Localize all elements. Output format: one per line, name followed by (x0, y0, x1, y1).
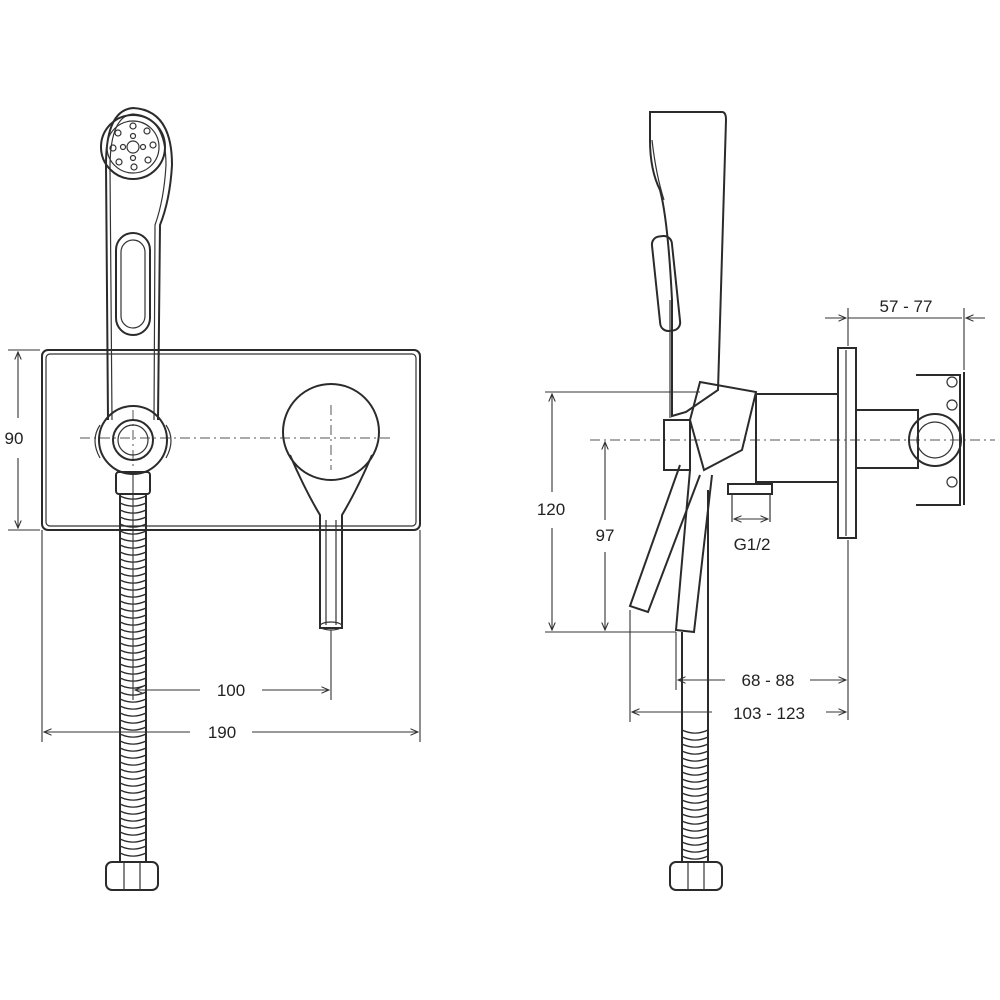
dim-depth-68-88: 68 - 88 (675, 540, 849, 720)
dim-label-100: 100 (217, 681, 245, 700)
dim-label-g12: G1/2 (734, 535, 771, 554)
dim-label-90: 90 (5, 429, 24, 448)
dim-spacing-100: 100 (132, 475, 332, 700)
hand-shower-side (649, 111, 728, 418)
mixer-lever-front (282, 383, 380, 631)
mixer-body-side (755, 347, 919, 539)
spray-nozzles (109, 122, 157, 171)
hand-shower-front (100, 106, 174, 421)
thread-outlet: G1/2 (727, 483, 773, 554)
shower-holder (94, 405, 172, 475)
side-view: G1/2 57 - (537, 111, 995, 891)
hose-end-nut-side (669, 861, 723, 891)
dim-width-190: 190 (41, 530, 421, 742)
trigger-button (115, 232, 151, 336)
lever-side (628, 380, 758, 634)
dim-height-120: 120 (537, 391, 700, 633)
hose-side (681, 490, 709, 862)
dim-label-120: 120 (537, 500, 565, 519)
dim-height-97: 97 (596, 442, 615, 630)
dim-depth-57-77: 57 - 77 (825, 297, 985, 370)
dim-label-57-77: 57 - 77 (880, 297, 933, 316)
dim-label-97: 97 (596, 526, 615, 545)
dim-label-103-123: 103 - 123 (733, 704, 805, 723)
dim-label-190: 190 (208, 723, 236, 742)
dim-label-68-88: 68 - 88 (742, 671, 795, 690)
dim-depth-103-123: 103 - 123 (629, 610, 846, 723)
hose-end-nut-front (105, 861, 159, 891)
front-view: 90 100 190 (5, 106, 421, 891)
dim-height-90: 90 (5, 349, 40, 531)
wall-plate (41, 349, 421, 531)
in-wall-box (908, 372, 965, 506)
